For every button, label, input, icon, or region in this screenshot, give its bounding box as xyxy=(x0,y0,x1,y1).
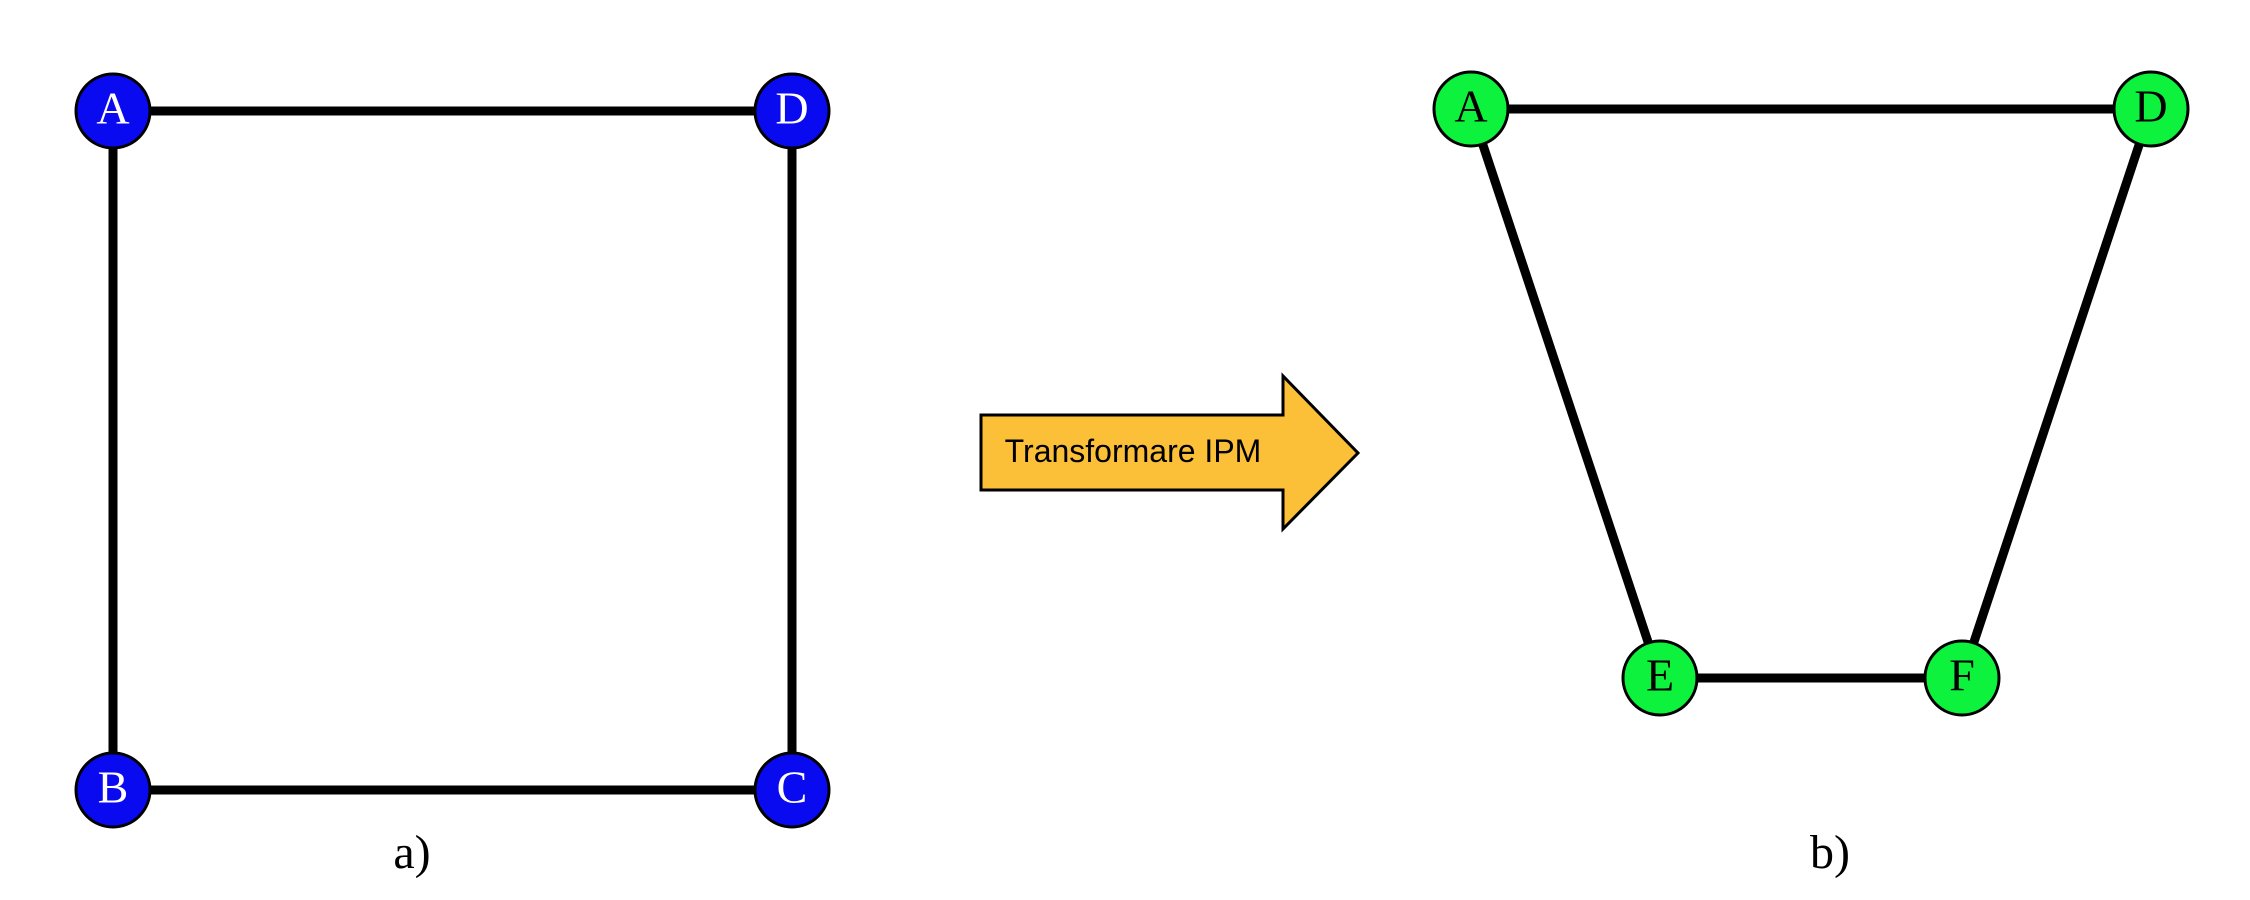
right-edge-d-f xyxy=(1957,107,2156,680)
left-node-a-label: A xyxy=(96,83,129,134)
left-node-d-label: D xyxy=(775,83,808,134)
right-node-a-label: A xyxy=(1454,81,1487,132)
right-node-e: E xyxy=(1621,639,1699,717)
left-node-a: A xyxy=(74,72,152,150)
right-caption: b) xyxy=(1810,826,1850,879)
left-node-b: B xyxy=(74,751,152,829)
right-node-a: A xyxy=(1432,70,1510,148)
right-graph: A D E F b) xyxy=(1432,70,2190,879)
left-node-c: C xyxy=(753,751,831,829)
right-node-e-label: E xyxy=(1646,650,1674,701)
right-node-f-label: F xyxy=(1949,650,1975,701)
left-caption: a) xyxy=(393,826,430,879)
left-node-b-label: B xyxy=(98,762,129,813)
right-node-f: F xyxy=(1923,639,2001,717)
arrow-label: Transformare IPM xyxy=(1005,433,1262,469)
left-graph: A D B C a) xyxy=(74,72,831,879)
left-node-d: D xyxy=(753,72,831,150)
right-node-d-label: D xyxy=(2134,81,2167,132)
right-edge-a-e xyxy=(1466,107,1665,680)
right-node-d: D xyxy=(2112,70,2190,148)
transform-arrow: Transformare IPM xyxy=(979,372,1361,533)
arrow-shape xyxy=(979,372,1361,533)
left-node-c-label: C xyxy=(777,762,808,813)
